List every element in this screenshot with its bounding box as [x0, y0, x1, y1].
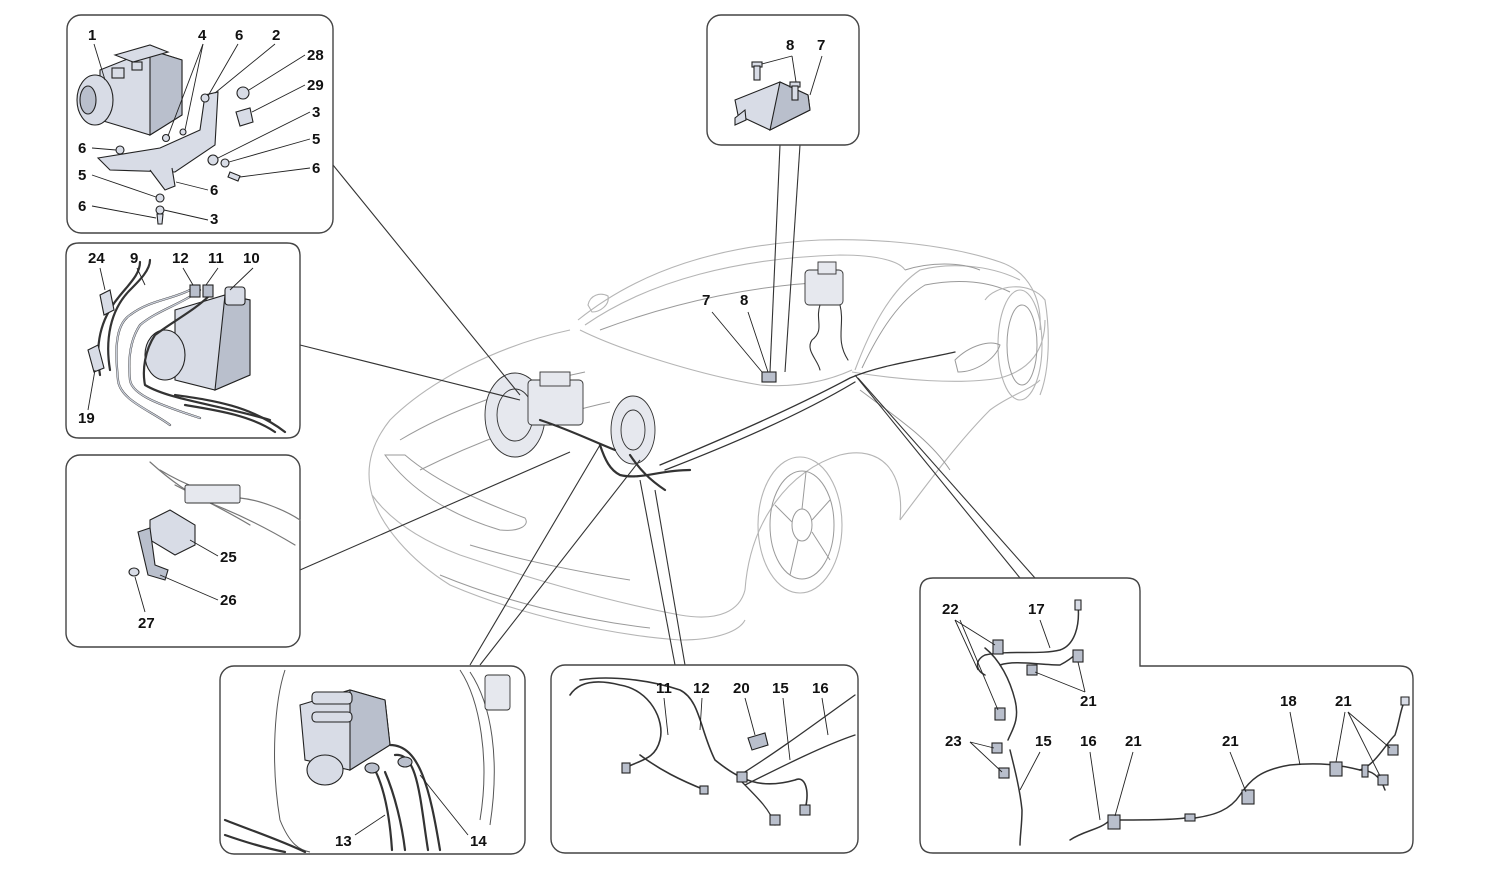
- callout-8-car: 8: [740, 292, 748, 309]
- callout-22: 22: [942, 601, 959, 618]
- callout-6-top: 6: [235, 27, 243, 44]
- callout-7-car: 7: [702, 292, 710, 309]
- callout-19: 19: [78, 410, 95, 427]
- callout-5-left: 5: [78, 167, 86, 184]
- panel-abs-unit: 1 4 6 2 28 29 3 5 6 6 5 6 6 3: [66, 14, 334, 234]
- panel-bracket: 25 26 27: [65, 454, 301, 648]
- callout-21-d: 21: [1335, 693, 1352, 710]
- car-overview-callouts: 7 8: [702, 292, 769, 373]
- callout-2: 2: [272, 27, 280, 44]
- callout-10: 10: [243, 250, 260, 267]
- panel-booster: 13 14: [219, 665, 526, 855]
- callout-5-right: 5: [312, 131, 320, 148]
- callout-9: 9: [130, 250, 138, 267]
- panel-rear-lines: 22 17 21 23 15 16 21 21 18 21: [919, 577, 1414, 854]
- callout-3-bottom: 3: [210, 211, 218, 228]
- callout-25: 25: [220, 549, 237, 566]
- callout-6-right: 6: [312, 160, 320, 177]
- car-outline: [368, 239, 1049, 641]
- callout-26: 26: [220, 592, 237, 609]
- callout-21-c: 21: [1222, 733, 1239, 750]
- callout-17: 17: [1028, 601, 1045, 618]
- callout-12: 12: [172, 250, 189, 267]
- callout-11: 11: [208, 250, 224, 267]
- callout-6-left: 6: [78, 140, 86, 157]
- callout-6-bottom: 6: [78, 198, 86, 215]
- callout-21-b: 21: [1125, 733, 1142, 750]
- callout-24: 24: [88, 250, 105, 267]
- callout-4: 4: [198, 27, 207, 44]
- callout-15-rear: 15: [1035, 733, 1052, 750]
- callout-8-sensor: 8: [786, 37, 794, 54]
- callout-11-front: 11: [656, 680, 672, 697]
- callout-23: 23: [945, 733, 962, 750]
- callout-20: 20: [733, 680, 750, 697]
- panel-front-lines: 11 12 20 15 16: [550, 664, 859, 854]
- callout-29: 29: [307, 77, 324, 94]
- callout-7-sensor: 7: [817, 37, 825, 54]
- callout-13: 13: [335, 833, 352, 850]
- leader-lines: [299, 144, 1036, 666]
- panel-abs-pipes: 24 9 12 11 10 19: [65, 242, 301, 439]
- callout-27: 27: [138, 615, 155, 632]
- callout-16-rear: 16: [1080, 733, 1097, 750]
- callout-18: 18: [1280, 693, 1297, 710]
- callout-12-front: 12: [693, 680, 710, 697]
- callout-16-front: 16: [812, 680, 829, 697]
- callout-6-mid: 6: [210, 182, 218, 199]
- callout-1: 1: [88, 27, 96, 44]
- callout-15-front: 15: [772, 680, 789, 697]
- callout-21-a: 21: [1080, 693, 1097, 710]
- callout-3-right: 3: [312, 104, 320, 121]
- panel-sensor: 8 7: [706, 14, 860, 146]
- callout-28: 28: [307, 47, 324, 64]
- callout-14: 14: [470, 833, 487, 850]
- onboard-brake-components: [484, 261, 956, 492]
